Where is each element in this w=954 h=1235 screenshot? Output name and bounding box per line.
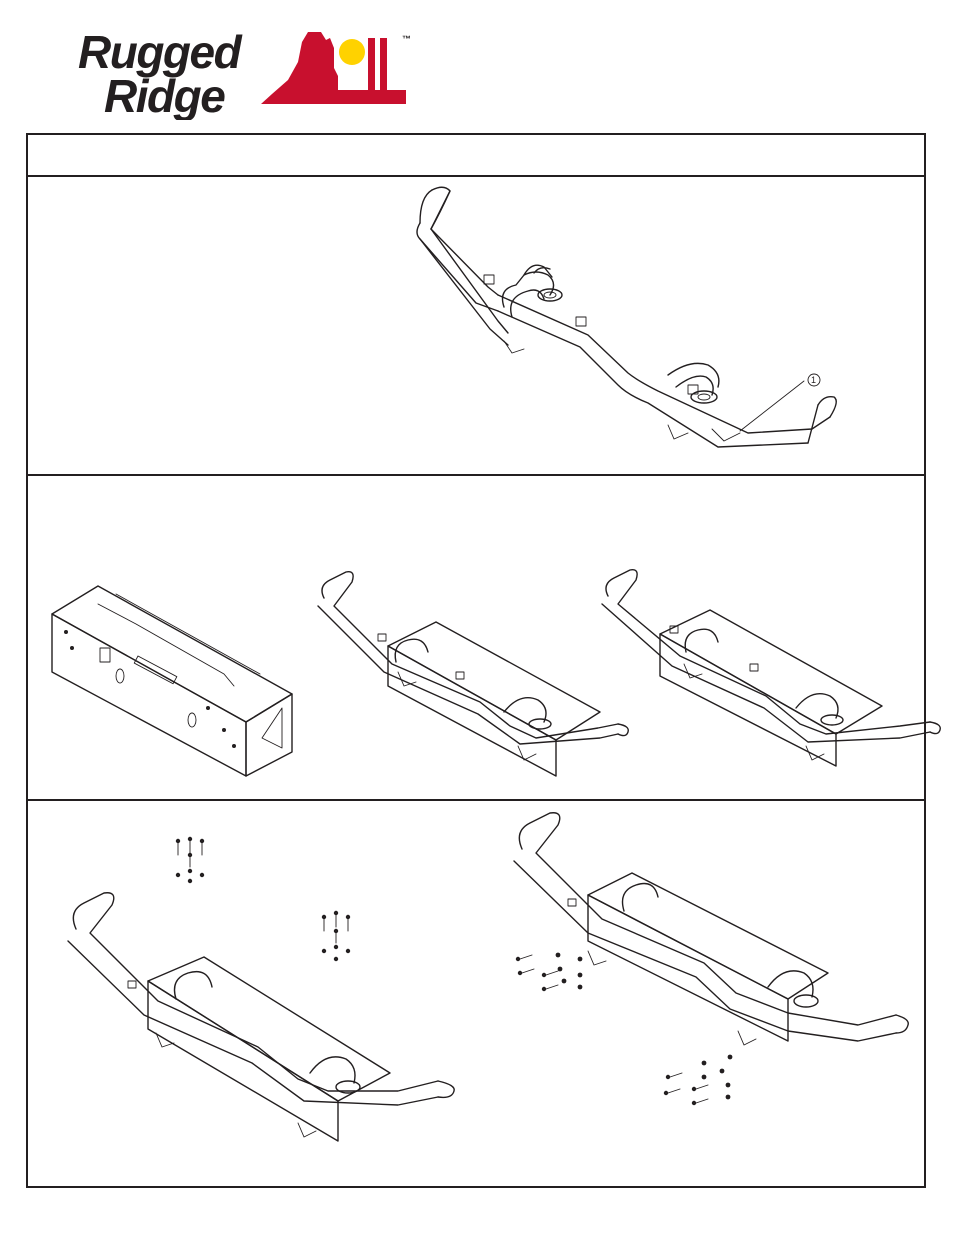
header-band <box>28 135 924 177</box>
winch-plate-box <box>52 586 292 776</box>
bolt-group-upper <box>516 953 583 992</box>
callout-1: 1 <box>740 374 820 431</box>
assembly-views-illustration <box>28 476 924 799</box>
logo-trademark: ™ <box>402 34 411 44</box>
logo-base <box>336 90 406 104</box>
upper-hoop-left <box>503 265 563 317</box>
assembly-view-2 <box>318 572 628 776</box>
bolt-cluster-left <box>176 837 204 883</box>
logo-mesa-shape <box>261 32 344 104</box>
bolt-group-lower <box>664 1055 733 1106</box>
panel-bumper-tube: 1 <box>28 177 924 476</box>
tube-bar <box>417 187 836 447</box>
install-view-side-bolts <box>514 813 908 1105</box>
rugged-ridge-logo: Rugged Ridge ™ <box>76 28 416 120</box>
instruction-frame: 1 <box>26 133 926 1188</box>
panel-assembly-views <box>28 476 924 801</box>
upper-hoop-right <box>668 363 719 403</box>
hardware-install-illustration <box>28 801 924 1183</box>
install-view-top-bolts <box>68 837 454 1141</box>
panel-hardware-install <box>28 801 924 1185</box>
logo-sun <box>339 39 365 65</box>
logo-word-ridge: Ridge <box>104 70 225 120</box>
bumper-tube-illustration: 1 <box>28 177 924 474</box>
assembly-view-3 <box>602 570 940 766</box>
callout-1-label: 1 <box>811 375 816 385</box>
bolt-cluster-right <box>322 911 350 961</box>
